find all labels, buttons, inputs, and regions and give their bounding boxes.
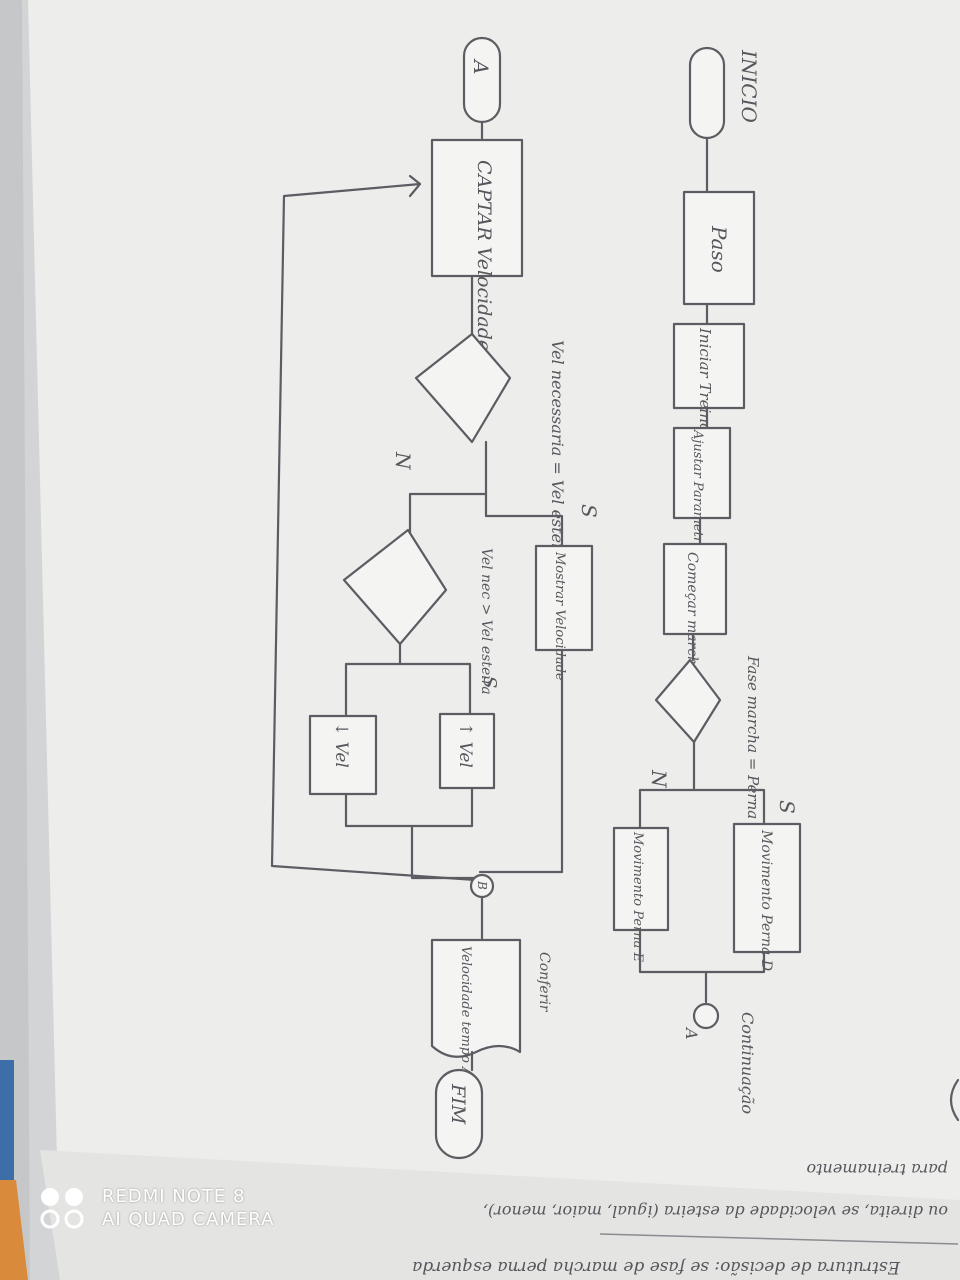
camera-watermark: REDMI NOTE 8 AI QUAD CAMERA <box>38 1178 274 1238</box>
connector-a-in <box>462 36 502 124</box>
start-terminator <box>688 46 726 140</box>
step-movimento-perna-d <box>732 822 802 954</box>
step-comecar-marcha-label: Começar marcha <box>684 552 700 674</box>
start-label: INICIO <box>737 49 761 123</box>
page-edge-stack <box>0 0 30 1280</box>
step-iniciar-treino <box>672 322 746 410</box>
step-movimento-perna-e-label: Movimento Perna E <box>630 831 645 963</box>
note-line-1: Estrutura de decisão: se fase de marcha … <box>412 1257 901 1277</box>
connector-a-out <box>692 1002 720 1030</box>
step-captar-velocidade <box>430 138 524 278</box>
end-terminator <box>434 1068 484 1160</box>
step-iniciar-treino-label: Iniciar Treino <box>696 327 714 432</box>
note-line-3: para treinamento <box>806 1160 948 1179</box>
step-ajustar-parametros <box>672 426 732 520</box>
watermark-line-2: AI QUAD CAMERA <box>102 1209 275 1230</box>
decision-fase-marcha-no: N <box>647 769 671 789</box>
step-movimento-perna-e <box>612 826 670 932</box>
step-mostrar-velocidade <box>534 544 594 652</box>
connector-a-out-label: A <box>682 1026 701 1040</box>
step-passo-label: Paso <box>707 225 731 273</box>
step-captar-velocidade-label: CAPTAR Velocidade <box>473 160 495 351</box>
step-mostrar-velocidade-label: Mostrar Velocidade <box>552 551 567 681</box>
next-page-strip <box>40 1150 960 1280</box>
end-label: FIM <box>447 1083 469 1125</box>
camera-logo-icon <box>40 1188 84 1229</box>
step-diminuir-vel <box>308 714 378 796</box>
orange-object <box>0 1180 28 1280</box>
decision-vel-necessaria <box>414 332 512 444</box>
decision-vel-necessaria-label: Vel necessaria = Vel esteira? <box>548 340 567 574</box>
decision-vel-maior-label: Vel nec > Vel esteira <box>478 548 494 695</box>
annotation-conferir: Conferir <box>536 952 552 1013</box>
blue-object <box>0 1060 14 1180</box>
decision-vel-necessaria-yes: S <box>577 504 601 518</box>
connector-a-in-label: A <box>469 58 493 74</box>
decision-vel-necessaria-no: N <box>391 451 415 471</box>
watermark-line-1: REDMI NOTE 8 <box>102 1186 246 1207</box>
step-aumentar-vel <box>438 712 496 790</box>
step-aumentar-vel-label: ↑ Vel <box>455 722 475 768</box>
decision-fase-marcha-yes: S <box>775 800 799 814</box>
connector-b-label: B <box>475 880 489 890</box>
step-movimento-perna-d-label: Movimento Perna D <box>758 829 774 971</box>
step-velocidade-tempo <box>430 938 522 1058</box>
step-ajustar-parametros-label: Ajustar Parametros <box>690 429 705 558</box>
step-comecar-marcha <box>662 542 728 636</box>
step-diminuir-vel-label: ↓ Vel <box>331 722 351 768</box>
note-line-2: ou direita, se velocidade da esteira (ig… <box>483 1202 948 1221</box>
decision-vel-maior-yes: S <box>479 676 500 688</box>
notebook-page <box>28 0 960 1280</box>
step-passo <box>682 190 756 306</box>
annotation-continuacao: Continuação <box>738 1012 757 1114</box>
